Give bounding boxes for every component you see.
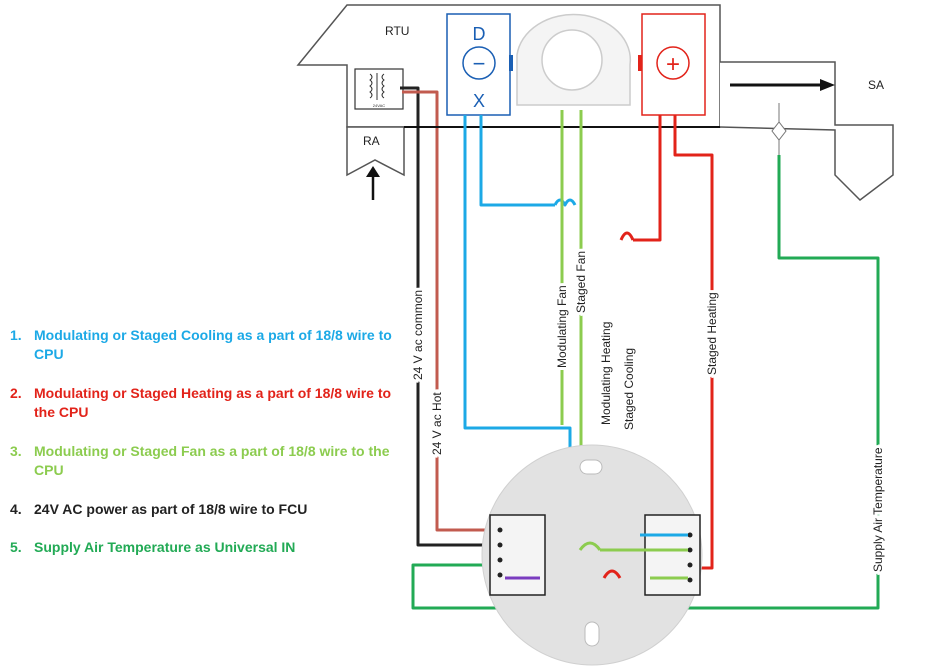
thermostat-bottom-slot xyxy=(584,621,600,647)
label-24v-common: 24 V ac common xyxy=(411,290,425,380)
wire-labels: 24 V ac common 24 V ac Hot Modulating Fa… xyxy=(408,248,888,575)
return-air-box xyxy=(346,126,405,177)
label-staged-cooling: Staged Cooling xyxy=(622,348,636,430)
label-modulating-heating: Modulating Heating xyxy=(599,322,613,425)
legend-number: 3. xyxy=(10,443,22,459)
sa-arrow-head xyxy=(820,79,835,91)
legend-item-power: 4. 24V AC power as part of 18/8 wire to … xyxy=(10,500,307,519)
dx-bottom-letter: X xyxy=(473,91,485,111)
wire-modulating-heating xyxy=(633,115,662,242)
wire-heating-crossover xyxy=(619,231,635,241)
supply-duct xyxy=(719,61,894,201)
legend-number: 1. xyxy=(10,327,22,343)
legend-text: Modulating or Staged Fan as a part of 18… xyxy=(34,443,390,478)
legend-item-supply-air: 5. Supply Air Temperature as Universal I… xyxy=(10,538,295,557)
label-supply-air-temp: Supply Air Temperature xyxy=(871,447,885,572)
dx-coil-circle xyxy=(462,46,496,80)
legend-number: 4. xyxy=(10,501,22,517)
blower-fan-icon xyxy=(516,13,632,106)
dx-top-letter: D xyxy=(473,24,486,44)
legend-text: Supply Air Temperature as Universal IN xyxy=(34,539,296,555)
legend-item-fan: 3. Modulating or Staged Fan as a part of… xyxy=(10,442,410,480)
wire-supply-air-temp xyxy=(411,155,880,610)
wire-staged-cooling xyxy=(479,115,555,207)
label-staged-fan: Staged Fan xyxy=(574,251,588,313)
legend-text: Modulating or Staged Heating as a part o… xyxy=(34,385,392,420)
supply-air-sensor-icon xyxy=(771,103,787,155)
heater: + xyxy=(638,13,706,116)
heater-circle xyxy=(656,46,690,80)
thermostat-base xyxy=(481,444,703,666)
terminal-block-right xyxy=(644,514,701,596)
wire-24v-common xyxy=(400,86,500,547)
terminal-block-left xyxy=(489,514,546,596)
transformer: 24VAC xyxy=(354,68,404,110)
wire-cooling-crossover xyxy=(553,198,577,207)
label-modulating-fan: Modulating Fan xyxy=(555,285,569,368)
legend-text: 24V AC power as part of 18/8 wire to FCU xyxy=(34,501,308,517)
legend-text: Modulating or Staged Cooling as a part o… xyxy=(34,327,392,362)
legend-number: 5. xyxy=(10,539,22,555)
heater-symbol: + xyxy=(666,51,680,78)
label-staged-heating: Staged Heating xyxy=(705,292,719,375)
legend-item-heating: 2. Modulating or Staged Heating as a par… xyxy=(10,384,410,422)
ra-arrow-head xyxy=(366,166,380,177)
wire-24v-hot xyxy=(402,90,500,532)
legend-number: 2. xyxy=(10,385,22,401)
dx-symbol: − xyxy=(473,51,486,76)
ra-label: RA xyxy=(363,134,380,148)
wire-staged-heating xyxy=(673,115,714,570)
transformer-label: 24VAC xyxy=(373,103,385,108)
legend-item-cooling: 1. Modulating or Staged Cooling as a par… xyxy=(10,326,410,364)
dx-coil: D − X xyxy=(446,13,513,116)
thermostat-top-slot xyxy=(579,459,603,475)
rtu-label: RTU xyxy=(385,24,409,38)
sa-label: SA xyxy=(868,78,884,92)
thermostat-plate xyxy=(481,444,703,666)
label-24v-hot: 24 V ac Hot xyxy=(430,392,444,455)
